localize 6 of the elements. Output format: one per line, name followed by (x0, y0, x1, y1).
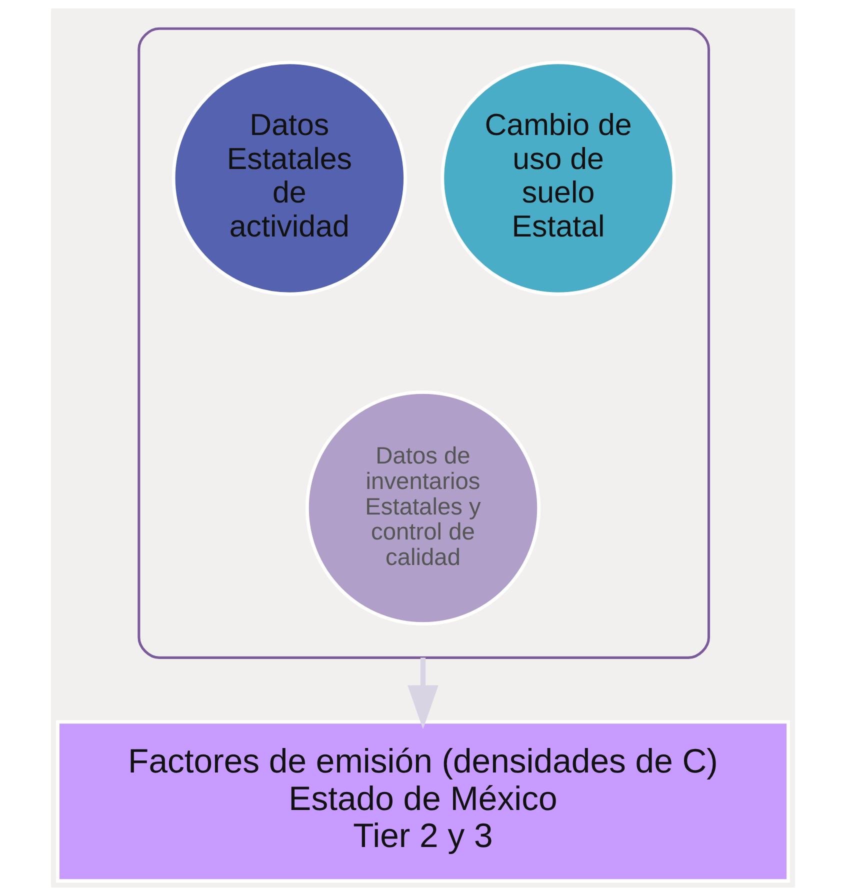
node-circle: Datos de inventarios Estatales y control de calidad (305, 390, 541, 626)
node-circle: Datos Estatales de actividad (172, 60, 407, 296)
node-box: Factores de emisión (densidades de C) Estado de México Tier 2 y 3 (56, 720, 790, 883)
node-circle: Cambio de uso de suelo Estatal (440, 60, 676, 296)
cluster (138, 27, 710, 659)
arrow (408, 658, 438, 730)
